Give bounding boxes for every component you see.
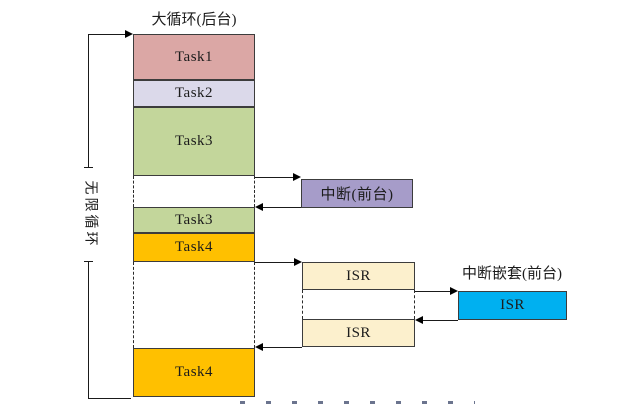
arrow-to-interrupt-head-icon: [293, 173, 301, 181]
arrow-to-isr1-head-icon: [294, 258, 302, 266]
loop-line-vertical-upper: [88, 34, 89, 168]
cutoff-caption-fragments: [240, 401, 475, 404]
interrupt-label: 中断(前台): [320, 187, 394, 203]
task1-box: Task1: [133, 34, 255, 80]
arrow-line-to-nested-isr: [415, 291, 452, 292]
nested-isr-box: ISR: [458, 291, 567, 320]
arrow-line-from-interrupt: [262, 207, 302, 208]
task3-label: Task3: [174, 133, 214, 149]
gap1-dashed-right: [254, 176, 255, 207]
loop-line-vertical-lower: [88, 262, 89, 398]
task3-resume-label: Task3: [174, 211, 214, 228]
loop-arrowhead-icon: [125, 30, 133, 38]
task1-label: Task1: [174, 48, 214, 65]
arrow-line-to-isr1: [255, 262, 296, 263]
isr-gap-dashed-left: [302, 290, 303, 319]
loop-line-bottom: [88, 398, 131, 399]
arrow-line-from-nested-isr: [422, 320, 458, 321]
isr2-box: ISR: [302, 319, 415, 347]
task4-label: Task4: [174, 239, 214, 255]
loop-line-top: [88, 34, 126, 35]
arrow-line-from-isr2: [262, 347, 302, 348]
arrow-to-nested-isr-head-icon: [450, 287, 458, 295]
loop-line-tick-top: [84, 167, 93, 168]
task4-box: Task4: [133, 233, 255, 262]
arrow-line-to-interrupt: [255, 177, 295, 178]
loop-line-tick-bottom: [84, 261, 93, 262]
gap2-dashed-left: [133, 262, 134, 348]
arrow-from-nested-isr-head-icon: [415, 316, 423, 324]
arrow-from-isr2-head-icon: [255, 343, 263, 351]
isr2-label: ISR: [346, 324, 371, 341]
nested-isr-label: ISR: [500, 297, 525, 313]
gap2-dashed-right: [254, 262, 255, 348]
task3-resume-box: Task3: [133, 207, 255, 233]
diagram-title: 大循环(后台): [151, 12, 237, 28]
interrupt-box: 中断(前台): [301, 179, 413, 208]
task2-box: Task2: [133, 80, 255, 107]
task4-resume-label: Task4: [174, 364, 214, 380]
isr-gap-dashed-right: [414, 290, 415, 319]
nested-interrupt-label: 中断嵌套(前台): [462, 266, 562, 282]
isr1-box: ISR: [302, 262, 415, 290]
arrow-from-interrupt-head-icon: [255, 203, 263, 211]
task2-label: Task2: [174, 85, 214, 101]
gap1-dashed-left: [133, 176, 134, 207]
infinite-loop-label: 无限循环: [83, 179, 102, 250]
task4-resume-box: Task4: [133, 348, 255, 397]
isr1-label: ISR: [346, 267, 371, 284]
task3-box: Task3: [133, 107, 255, 176]
